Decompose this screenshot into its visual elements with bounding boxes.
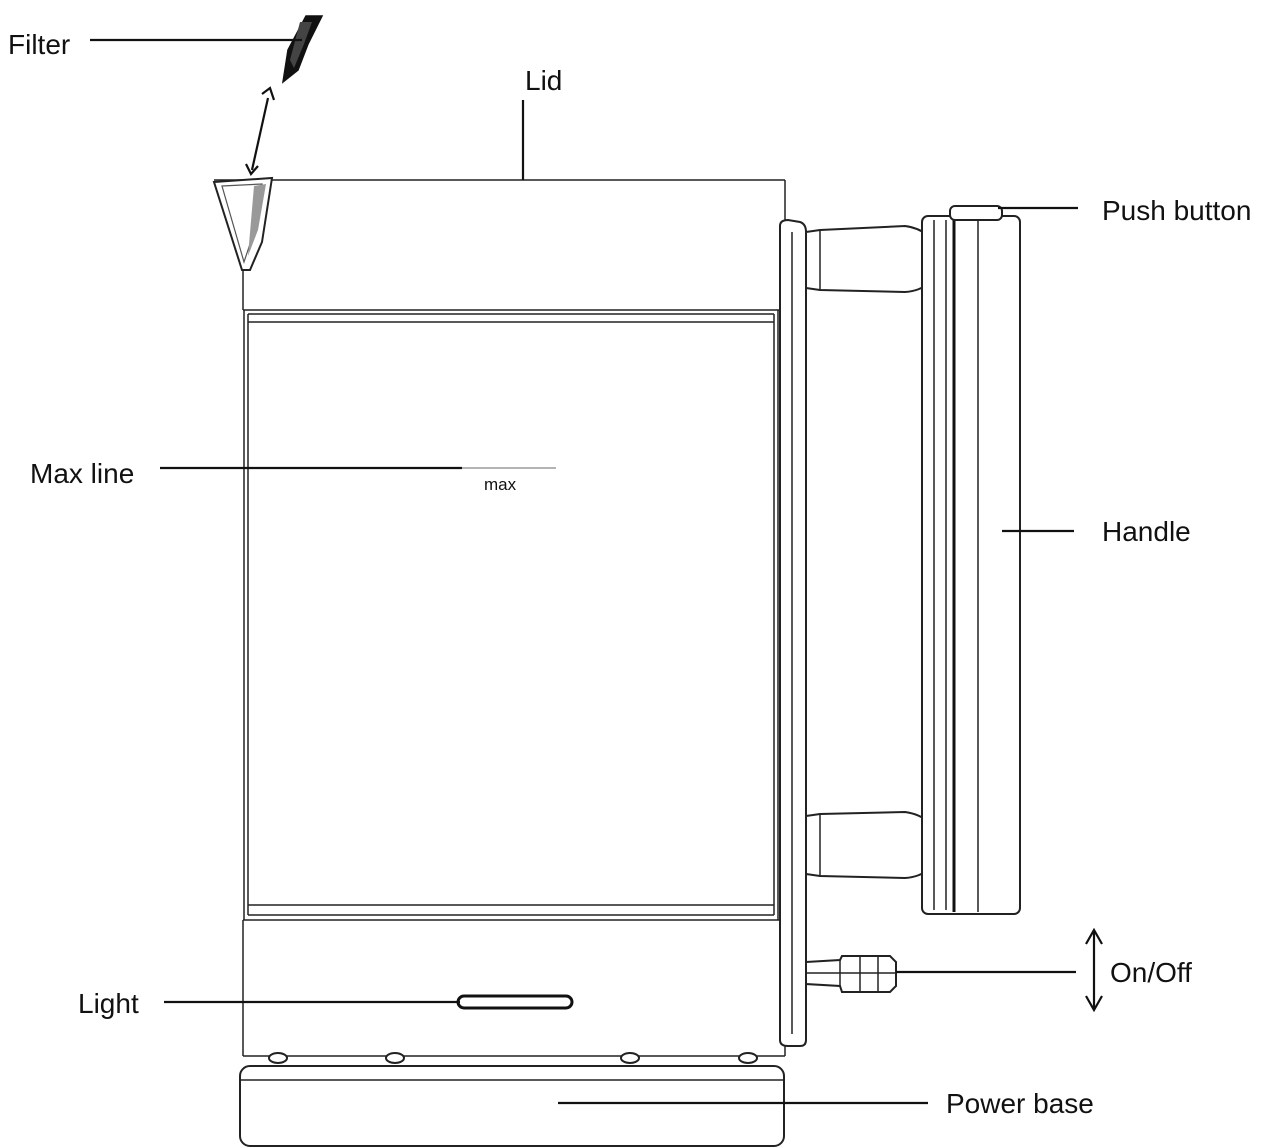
power-base-label: Power base (946, 1088, 1094, 1119)
filter-part (281, 15, 324, 84)
push-button-cap (949, 205, 1003, 221)
back-plate (779, 218, 807, 1047)
filter-double-arrow (245, 86, 276, 176)
lower-body (242, 919, 786, 1064)
lid-label: Lid (525, 65, 562, 96)
light-label: Light (78, 988, 139, 1019)
lid-part (212, 176, 786, 311)
max-mark-label: max (484, 475, 517, 494)
handle-part (805, 205, 1021, 915)
filter-label: Filter (8, 29, 70, 60)
leader-lines (90, 38, 1078, 1105)
indicator-light (456, 994, 574, 1010)
power-base (239, 1065, 785, 1147)
on-off-switch (805, 955, 897, 993)
handle-label: Handle (1102, 516, 1191, 547)
on-off-label: On/Off (1110, 957, 1192, 988)
push-button-label: Push button (1102, 195, 1251, 226)
kettle-body (243, 310, 779, 920)
max-line-label: Max line (30, 458, 134, 489)
on-off-double-arrow (1085, 927, 1103, 1013)
